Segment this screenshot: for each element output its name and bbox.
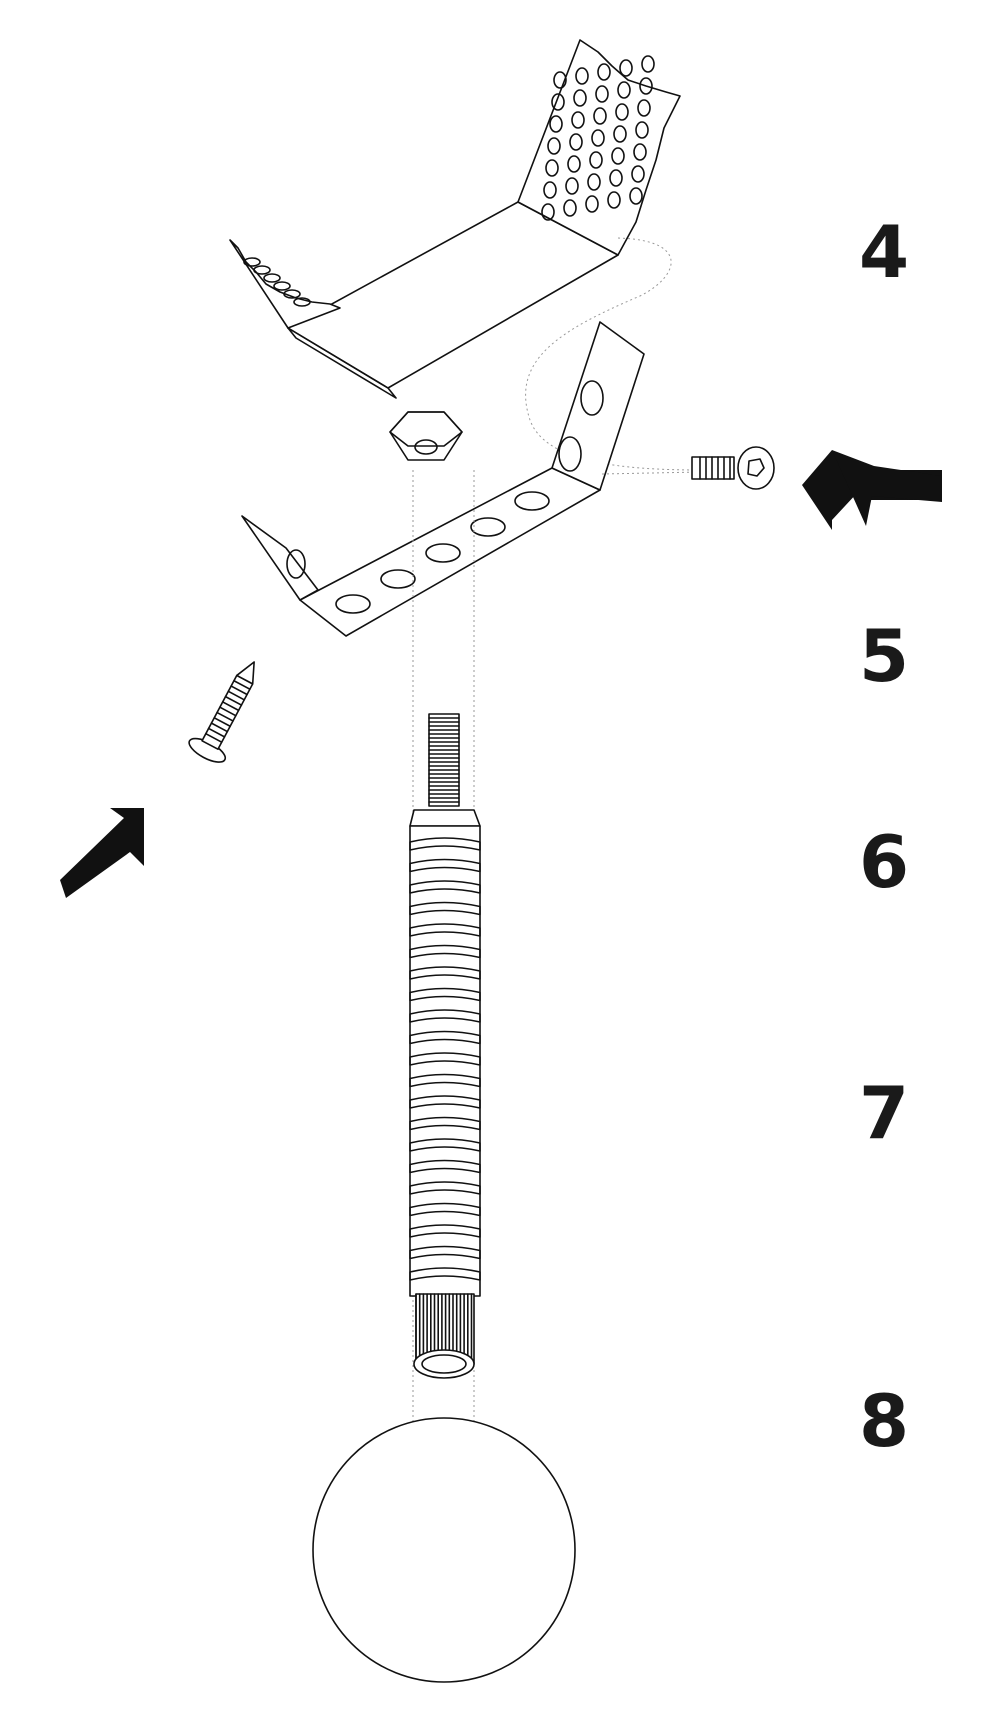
perforation-hole [595,85,609,103]
thread-line [205,732,223,743]
tube-rib [409,1159,481,1174]
perforation-hole [545,159,559,177]
glass-globe [312,1417,576,1683]
step-number-4: 4 [858,210,910,294]
thread-line [219,706,237,717]
tube-rib [409,1138,481,1152]
perforation-hole [607,191,621,209]
perforation-hole [631,165,645,183]
perforation-hole [641,55,655,73]
perforation-hole [591,129,605,147]
perforation-hole [567,155,581,173]
thread-line [233,679,251,690]
perforation-hole [575,67,589,85]
perforation-hole [639,77,653,95]
step-number-5: 5 [858,614,910,698]
perforation-hole [549,115,563,133]
perforation-hole [635,121,649,139]
perforation-hole [543,181,557,199]
perforation-hole [611,147,625,165]
flange-hole [243,257,261,267]
screw-guide [601,471,701,475]
hex-socket-screw [691,446,775,490]
perforation-hole [551,93,565,111]
thread-line [221,701,240,712]
tube-rib [409,1009,481,1023]
tube-rib [409,944,481,959]
tube-rib [409,1267,481,1281]
tube-rib [409,1181,481,1195]
tube-rib [409,1224,481,1238]
perforation-hole [587,173,601,191]
perforation-hole [615,103,629,121]
threaded-rod [428,713,460,807]
thread-line [230,685,248,696]
thread-line [213,717,231,728]
tube-rib [409,1095,481,1109]
flange-hole [263,273,281,283]
tube-rib [409,966,481,980]
l-bracket [241,321,645,637]
perforation-hole [547,137,561,155]
flange-hole [283,289,301,299]
tube-rib [409,1030,481,1045]
tube-rib [409,1073,481,1088]
perforation-hole [569,133,583,151]
step-number-8: 8 [858,1379,910,1463]
tube-rib [409,1052,481,1066]
perforation-hole [619,59,633,77]
perforation-hole [633,143,647,161]
thread-line [207,727,226,738]
flexible-tube [409,809,481,1379]
perforation-hole [571,111,585,129]
perforation-hole [573,89,587,107]
tube-rib [409,1202,481,1217]
perforation-hole [589,151,603,169]
tube-rib [409,858,481,873]
step-number-6: 6 [858,820,910,904]
guide-curve [525,237,701,471]
thread-line [224,695,243,706]
step-number-7: 7 [858,1071,910,1155]
tube-rib [409,837,481,851]
arrow-up-right-icon [60,808,144,898]
perforated-mounting-bracket [229,39,681,399]
tube-rib [409,880,481,894]
perforation-hole [617,81,631,99]
flange-hole [253,265,271,275]
perforation-hole [637,99,651,117]
flange-hole [293,297,311,307]
flange-hole [273,281,291,291]
tube-rib [409,987,481,1002]
tube-rib [409,1116,481,1131]
arrow-left-icon [802,450,942,530]
thread-line [227,690,246,701]
hex-nut [389,411,463,461]
perforation-hole [563,199,577,217]
thread-line [210,722,229,733]
perforation-hole [585,195,599,213]
perforation-hole [609,169,623,187]
perforation-hole [553,71,567,89]
perforation-hole [597,63,611,81]
thread-line [216,711,234,722]
tube-rib [409,1245,481,1260]
perforation-hole [629,187,643,205]
perforation-hole [613,125,627,143]
tube-rib [409,901,481,916]
perforation-hole [541,203,555,221]
perforation-hole [565,177,579,195]
perforation-hole [593,107,607,125]
wood-screw [188,661,255,763]
tube-rib [409,923,481,937]
